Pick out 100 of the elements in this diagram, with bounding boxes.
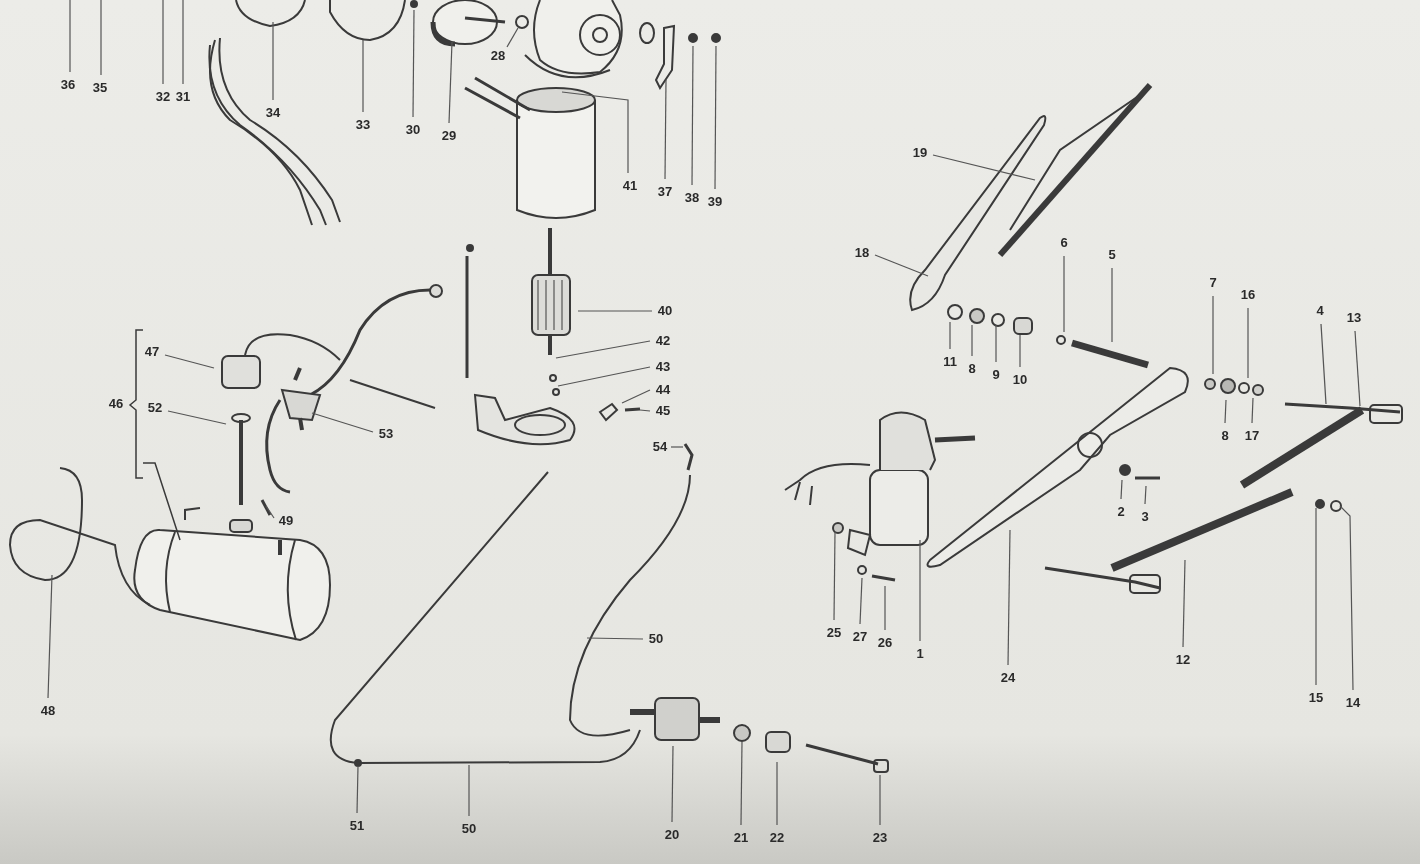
callout-number: 7 (1209, 276, 1217, 290)
callout-number: 46 (108, 397, 124, 411)
callout-number: 27 (852, 630, 868, 644)
leader-line (100, 0, 102, 76)
leader-line (664, 79, 667, 180)
leader-line (714, 45, 717, 190)
callout-number: 28 (490, 49, 506, 63)
leader-line (577, 310, 653, 312)
callout-number: 3 (1141, 510, 1149, 524)
leader-line (833, 531, 836, 621)
leader-line (949, 321, 951, 350)
callout-number: 50 (461, 822, 477, 836)
callout-number: 13 (1346, 311, 1362, 325)
callout-number: 44 (655, 383, 671, 397)
callout-number: 52 (147, 401, 163, 415)
leader-line (1120, 479, 1123, 500)
callout-number: 12 (1175, 653, 1191, 667)
leader-line (468, 764, 470, 817)
leader-line (740, 741, 743, 826)
callout-number: 15 (1308, 691, 1324, 705)
callout-number: 42 (655, 334, 671, 348)
leader-line (182, 0, 184, 85)
callout-number: 48 (40, 704, 56, 718)
leader-line (1007, 529, 1011, 666)
callout-number: 18 (854, 246, 870, 260)
leader-line (874, 254, 929, 277)
callout-number: 36 (60, 78, 76, 92)
leader-line (448, 41, 453, 124)
leader-line (995, 324, 997, 363)
leader-line (1063, 255, 1065, 333)
callout-number: 53 (378, 427, 394, 441)
callout-number: 35 (92, 81, 108, 95)
leader-line (162, 0, 164, 85)
callout-number: 50 (648, 632, 664, 646)
callout-number: 22 (769, 831, 785, 845)
leader-line (356, 765, 359, 814)
callout-number: 24 (1000, 671, 1016, 685)
leader-line (167, 410, 227, 425)
leader-line (1320, 323, 1327, 405)
leader-line (971, 324, 973, 357)
leader-line (691, 45, 694, 186)
leader-line (639, 409, 651, 412)
callout-number: 39 (707, 195, 723, 209)
leader-line (412, 9, 415, 118)
leader-line (932, 154, 1036, 181)
leader-line (1111, 267, 1113, 343)
callout-number: 47 (144, 345, 160, 359)
leader-line (884, 585, 886, 631)
leader-line (69, 0, 71, 73)
callout-number: 6 (1060, 236, 1068, 250)
callout-number: 21 (733, 831, 749, 845)
leader-line (164, 354, 215, 369)
leader-line (776, 761, 778, 826)
callout-number: 4 (1316, 304, 1324, 318)
callout-number: 43 (655, 360, 671, 374)
leader-line (265, 505, 275, 519)
callout-number: 26 (877, 636, 893, 650)
callout-number: 51 (349, 819, 365, 833)
callout-number: 8 (1221, 429, 1229, 443)
callout-number: 1 (916, 647, 924, 661)
callout-number: 8 (968, 362, 976, 376)
callout-number: 34 (265, 106, 281, 120)
callout-number: 23 (872, 831, 888, 845)
leader-line (362, 39, 364, 113)
callout-number: 17 (1244, 429, 1260, 443)
callout-number: 29 (441, 129, 457, 143)
leader-line (506, 27, 519, 48)
leader-line (1315, 507, 1317, 686)
leader-line (671, 745, 674, 823)
callout-number: 30 (405, 123, 421, 137)
callout-number: 11 (943, 355, 957, 369)
leader-line (557, 366, 651, 387)
leader-line (586, 637, 644, 640)
leader-line (311, 412, 374, 433)
leader-line (561, 91, 629, 174)
callout-number: 5 (1108, 248, 1116, 262)
callout-number: 16 (1240, 288, 1256, 302)
callout-number: 40 (657, 304, 673, 318)
callout-number: 25 (826, 626, 842, 640)
callout-number: 31 (175, 90, 191, 104)
callout-number: 33 (355, 118, 371, 132)
leader-line (859, 577, 863, 625)
callout-number: 9 (992, 368, 1000, 382)
callout-number: 19 (912, 146, 928, 160)
callout-number: 54 (652, 440, 668, 454)
callout-number: 20 (664, 828, 680, 842)
leader-line (621, 389, 651, 404)
leader-line (1224, 399, 1227, 424)
leader-line (1212, 295, 1214, 375)
leader-line (555, 340, 651, 359)
callout-number: 45 (655, 404, 671, 418)
leader-line (1354, 330, 1361, 407)
leader-line (1019, 334, 1021, 368)
callout-number: 32 (155, 90, 171, 104)
callout-number: 49 (278, 514, 294, 528)
leader-line (47, 574, 53, 699)
leader-line (670, 446, 684, 448)
callout-number: 10 (1012, 373, 1028, 387)
leader-line (919, 539, 921, 642)
leader-line (1339, 505, 1354, 691)
